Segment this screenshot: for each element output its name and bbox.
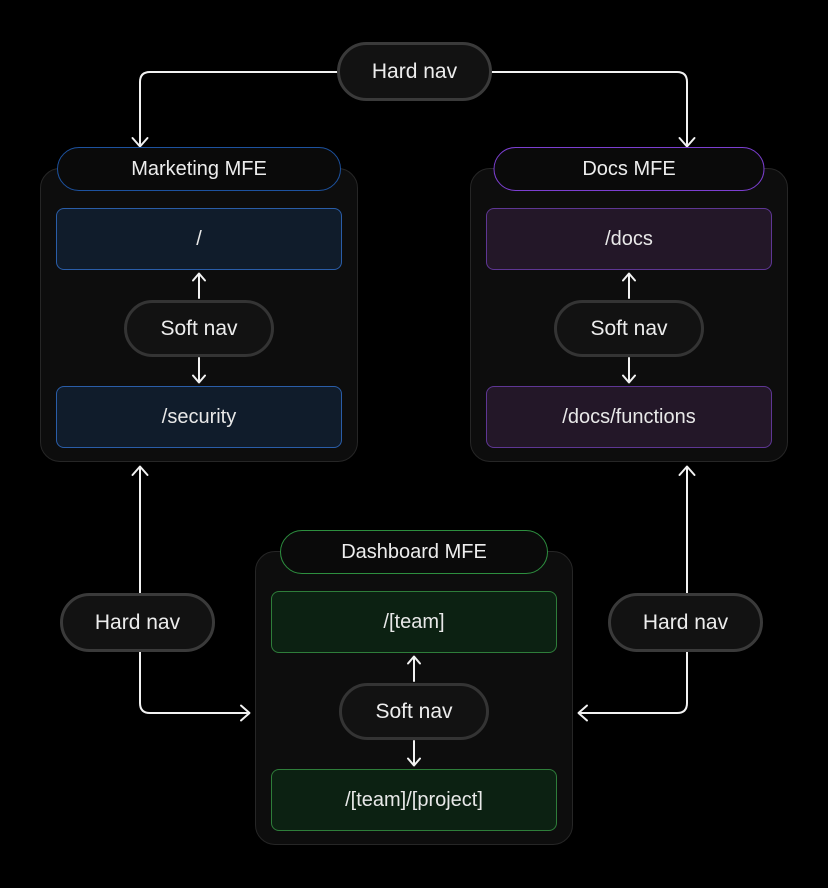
soft-nav-label: Soft nav [590, 316, 668, 340]
hard-nav-label: Hard nav [94, 610, 181, 634]
dashboard-mfe-card: Dashboard MFE /[team] Soft nav /[team]/[… [255, 530, 573, 845]
connector-top-to-docs [488, 71, 688, 145]
marketing-mfe-title-pill: Marketing MFE [57, 147, 341, 191]
hard-nav-pill-top: Hard nav [337, 42, 492, 101]
dashboard-mfe-title-pill: Dashboard MFE [280, 530, 548, 574]
marketing-route-bottom: /security [56, 386, 342, 448]
soft-nav-arrow-up [190, 270, 208, 300]
soft-nav-arrow-down [190, 357, 208, 386]
marketing-soft-nav-pill: Soft nav [124, 300, 274, 357]
docs-route-top: /docs [486, 208, 772, 270]
soft-nav-arrow-up [405, 653, 423, 683]
marketing-route-top: / [56, 208, 342, 270]
arrow-down-icon [407, 740, 421, 767]
arrow-right-icon [240, 704, 251, 722]
connector-right-hard-nav [580, 466, 688, 714]
soft-nav-label: Soft nav [160, 316, 238, 340]
dashboard-route-bottom: /[team]/[project] [271, 769, 557, 831]
hard-nav-pill-right: Hard nav [608, 593, 763, 652]
arrow-down-icon [192, 357, 206, 384]
arrow-up-icon [192, 272, 206, 299]
soft-nav-arrow-down [620, 357, 638, 386]
docs-soft-nav-pill: Soft nav [554, 300, 704, 357]
docs-mfe-title-pill: Docs MFE [493, 147, 765, 191]
docs-mfe-card: Docs MFE /docs Soft nav /docs/functions [470, 147, 788, 462]
connector-top-to-marketing [139, 71, 341, 145]
connector-left-hard-nav [139, 466, 248, 714]
dashboard-soft-nav-pill: Soft nav [339, 683, 489, 740]
arrow-down-icon [622, 357, 636, 384]
soft-nav-label: Soft nav [375, 699, 453, 723]
arrow-left-icon [577, 704, 588, 722]
marketing-mfe-card: Marketing MFE / Soft nav /security [40, 147, 358, 462]
docs-route-bottom: /docs/functions [486, 386, 772, 448]
arrow-up-icon [131, 465, 149, 476]
soft-nav-arrow-up [620, 270, 638, 300]
soft-nav-arrow-down [405, 740, 423, 769]
hard-nav-label: Hard nav [642, 610, 729, 634]
dashboard-route-top: /[team] [271, 591, 557, 653]
arrow-up-icon [678, 465, 696, 476]
hard-nav-label: Hard nav [371, 59, 458, 83]
hard-nav-pill-left: Hard nav [60, 593, 215, 652]
arrow-up-icon [622, 272, 636, 299]
arrow-up-icon [407, 655, 421, 682]
